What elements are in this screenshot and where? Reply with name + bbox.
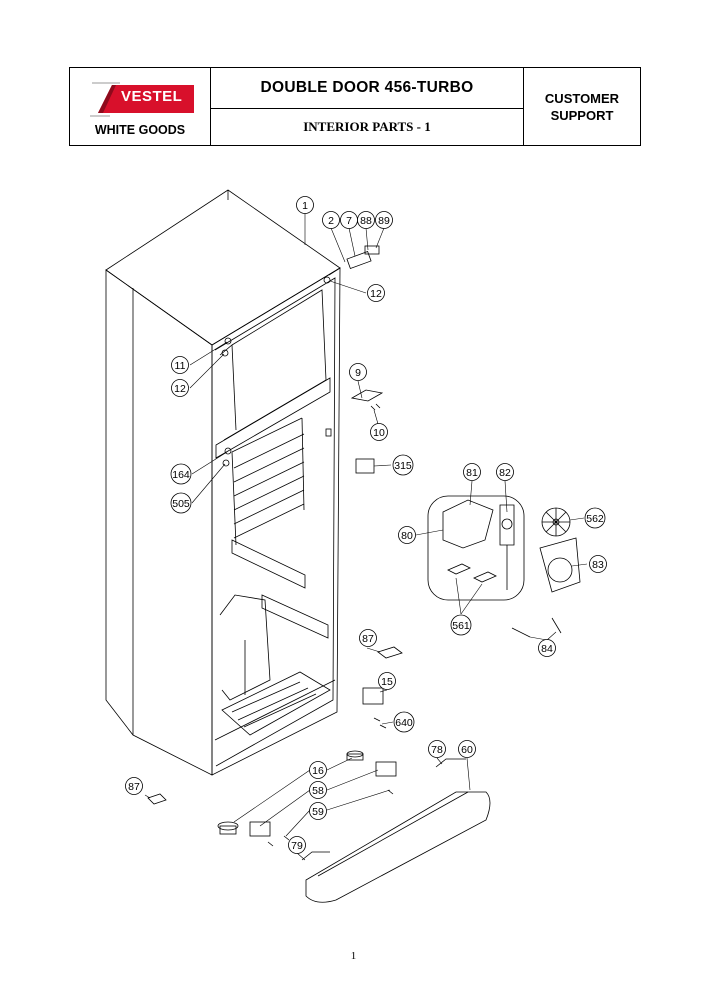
callout-label: 58 [312,785,324,797]
small-parts [221,245,384,474]
callout-label: 561 [452,620,470,632]
callout-60: 60 [458,740,476,758]
section-title: INTERIOR PARTS - 1 [303,118,431,134]
callout-label: 562 [586,513,604,525]
callout-16: 16 [309,761,327,779]
callout-12: 12 [367,284,385,302]
callout-15: 15 [378,672,396,690]
callout-label: 315 [394,460,412,472]
callout-89: 89 [375,211,393,229]
callout-label: 78 [431,744,443,756]
callout-label: 11 [175,360,186,372]
page-number: 1 [350,950,357,962]
callout-label: 82 [499,467,511,479]
callout-label: 505 [172,498,190,510]
callout-2: 2 [322,211,340,229]
support-label: CUSTOMER SUPPORT [544,91,620,123]
callout-label: 81 [466,467,478,479]
callout-label: 84 [541,643,553,655]
title-block: VESTEL WHITE GOODS DOUBLE DOOR 456-TURBO… [69,67,641,146]
callout-84: 84 [538,639,556,657]
callout-10: 10 [370,423,388,441]
callout-label: 2 [328,215,334,227]
callout-label: 10 [373,427,385,439]
callout-7: 7 [340,211,358,229]
callout-87: 87 [125,777,143,795]
callout-81: 81 [463,463,481,481]
callout-1: 1 [296,196,314,214]
callout-label: 80 [401,530,413,542]
support-cell: CUSTOMER SUPPORT [524,68,640,145]
callout-label: 16 [312,765,324,777]
callout-88: 88 [357,211,375,229]
callout-label: 164 [172,469,190,481]
callout-label: 9 [355,367,361,379]
callout-label: 83 [592,559,604,571]
callout-label: 89 [378,215,390,227]
callout-label: 1 [302,200,308,212]
callout-640: 640 [393,711,415,733]
callout-label: 87 [362,633,374,645]
callout-label: 88 [360,215,372,227]
callout-87: 87 [359,629,377,647]
cabinet-drawing [105,189,341,776]
model-title: DOUBLE DOOR 456-TURBO [211,68,523,109]
callout-80: 80 [398,526,416,544]
fridge-shelves [231,417,305,546]
callout-label: 60 [461,744,473,756]
callout-label: 640 [395,717,413,729]
vestel-logo [90,82,194,117]
title-cell: DOUBLE DOOR 456-TURBO INTERIOR PARTS - 1 [211,68,524,145]
callout-58: 58 [309,781,327,799]
callout-562: 562 [584,507,606,529]
callout-79: 79 [288,836,306,854]
callout-164: 164 [170,463,192,485]
callout-12: 12 [171,379,189,397]
fan-assembly-group [427,495,581,638]
callout-label: 7 [346,215,352,227]
division-name: WHITE GOODS [94,123,186,137]
brand-name: VESTEL [121,88,183,105]
brand-cell: VESTEL WHITE GOODS [70,68,211,145]
leader-lines [144,213,588,861]
callout-label: 79 [291,840,303,852]
callout-315: 315 [392,454,414,476]
callout-83: 83 [589,555,607,573]
callout-9: 9 [349,363,367,381]
bottom-tray-grid [231,681,317,728]
callout-label: 12 [370,288,382,300]
callout-561: 561 [450,614,472,636]
callout-label: 87 [128,781,140,793]
callout-label: 15 [381,676,393,688]
callout-11: 11 [171,356,189,374]
callout-505: 505 [170,492,192,514]
callout-82: 82 [496,463,514,481]
callout-label: 59 [312,806,324,818]
callout-78: 78 [428,740,446,758]
callout-59: 59 [309,802,327,820]
lower-parts [147,646,491,903]
callout-label: 12 [174,383,186,395]
